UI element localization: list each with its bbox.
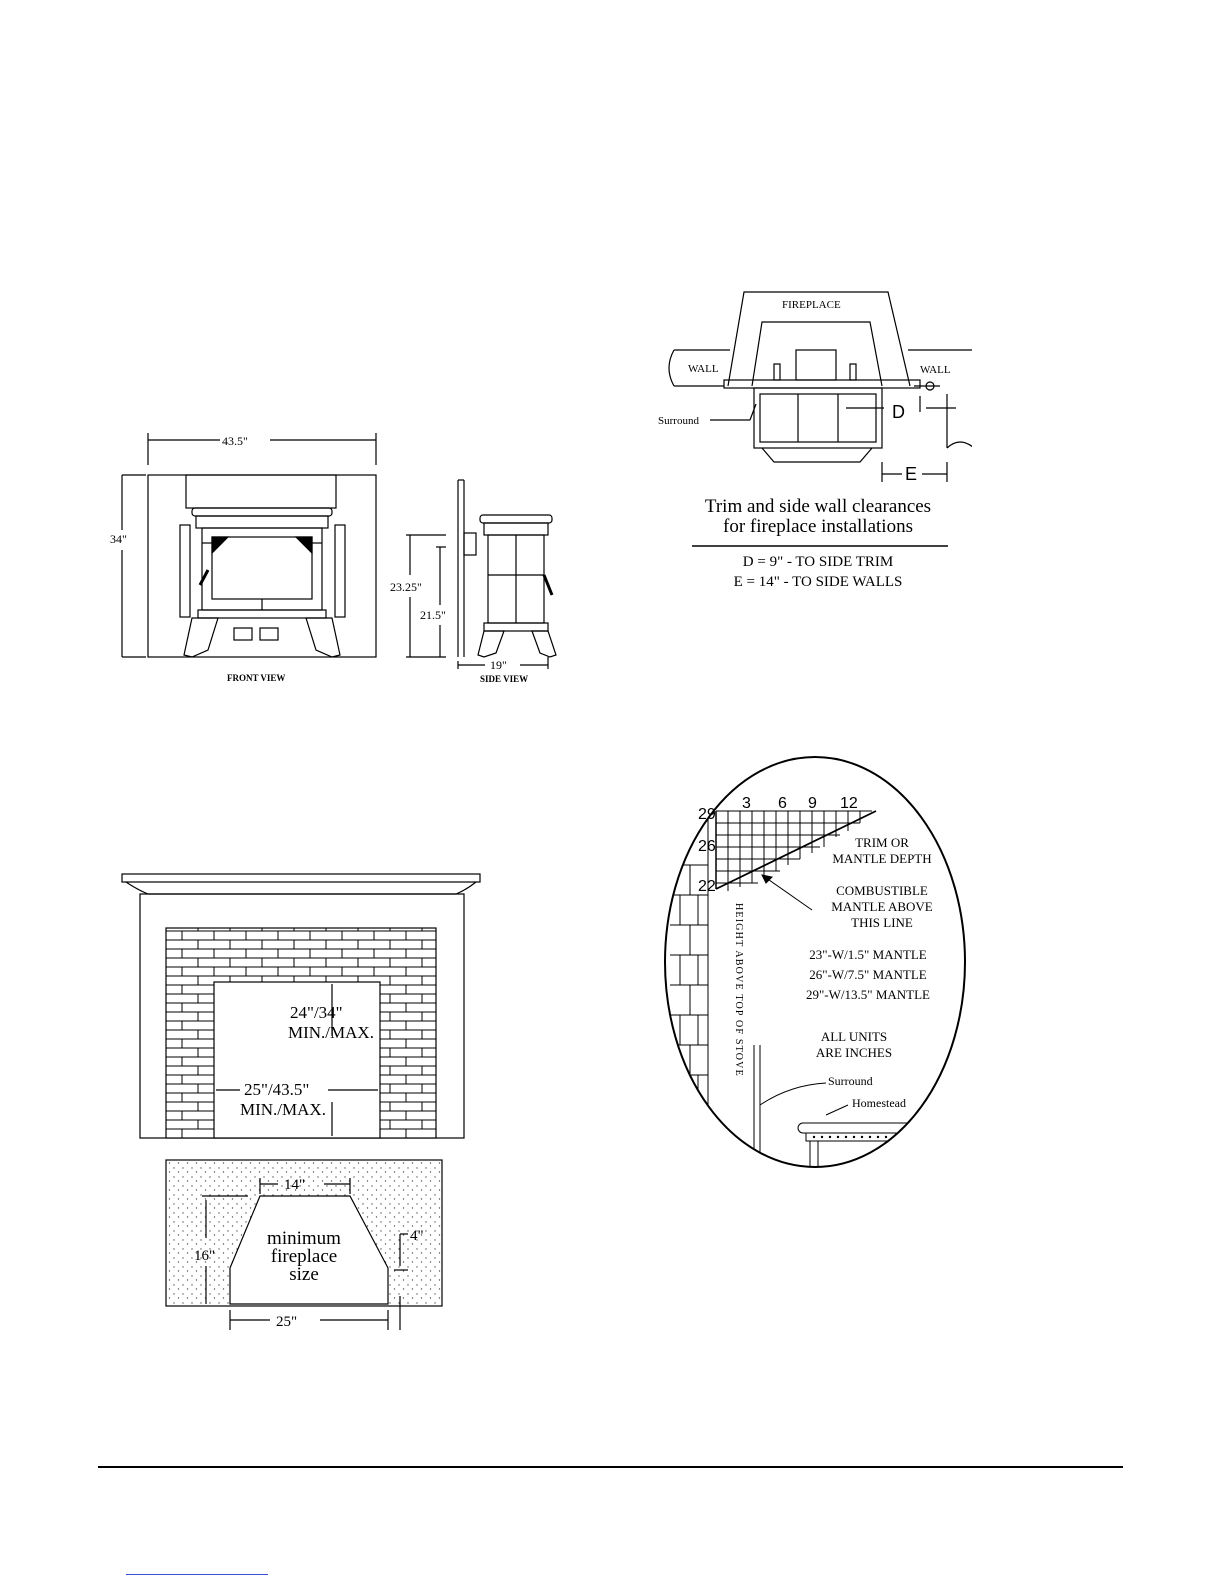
trim-label-line1: TRIM OR (855, 835, 909, 850)
combustible-line2: MANTLE ABOVE (831, 899, 933, 914)
trim-label-line2: MANTLE DEPTH (832, 851, 931, 866)
clearance-drawing: FIREPLACE WALL WALL Surround D E Trim an… (658, 291, 975, 590)
front-height-dim: 34" (110, 532, 127, 546)
mantle-spec-3: 29"-W/13.5" MANTLE (806, 987, 930, 1002)
scale-top-12: 12 (840, 795, 858, 812)
e-label: E (905, 464, 917, 484)
scale-top-3: 3 (742, 795, 751, 812)
clearance-title-line2: for fireplace installations (723, 516, 913, 537)
surround-label: Surround (658, 415, 699, 427)
stove-views-drawing: 43.5" 34" 23.25" 21.5" 19" FRONT VIEW SI… (110, 433, 557, 684)
combustible-line3: THIS LINE (851, 915, 913, 930)
scale-side-22: 22 (698, 878, 716, 895)
min-size-line2: fireplace (271, 1246, 337, 1267)
height-minmax: MIN./MAX. (288, 1023, 374, 1042)
homestead-label: Homestead (852, 1096, 906, 1110)
side-view-caption: SIDE VIEW (480, 674, 528, 684)
clearance-diagram: FIREPLACE WALL WALL Surround D E Trim an… (652, 286, 975, 596)
height-range: 24"/34" (290, 1003, 343, 1022)
fireplace-label: FIREPLACE (782, 299, 841, 311)
mantle-spec-2: 26"-W/7.5" MANTLE (809, 967, 927, 982)
min-size-line3: size (289, 1264, 319, 1285)
scale-top-6: 6 (778, 795, 787, 812)
fireplace-size-diagram: 24"/34" MIN./MAX. 25"/43.5" MIN./MAX. 14… (118, 868, 513, 1350)
clearance-title-line1: Trim and side wall clearances (705, 496, 931, 517)
mantle-spec-1: 23"-W/1.5" MANTLE (809, 947, 927, 962)
mantle-clearance-diagram: 3 6 9 12 29 26 22 TRIM OR MANTLE DEPTH C… (650, 755, 980, 1170)
e-spec: E = 14" - TO SIDE WALLS (734, 574, 903, 590)
footer-link-underline (126, 1574, 268, 1575)
bottom-width-dim: 25" (276, 1314, 297, 1330)
scale-side-29: 29 (698, 806, 716, 823)
side-height-dim-1: 23.25" (390, 580, 422, 594)
wall-left-label: WALL (688, 363, 719, 375)
side-height-dim-2: 21.5" (420, 608, 446, 622)
units-line1: ALL UNITS (821, 1029, 887, 1044)
mantle-drawing: 3 6 9 12 29 26 22 TRIM OR MANTLE DEPTH C… (664, 756, 966, 1168)
min-size-line1: minimum (267, 1228, 341, 1249)
top-width-dim: 14" (284, 1177, 305, 1193)
d-label: D (892, 402, 905, 422)
height-above-stove-label: HEIGHT ABOVE TOP OF STOVE (733, 903, 744, 1077)
surround-label-oval: Surround (828, 1074, 873, 1088)
footer-rule (98, 1466, 1123, 1468)
side-offset-dim: 4" (410, 1228, 424, 1244)
depth-dim: 16" (194, 1248, 215, 1264)
d-spec: D = 9" - TO SIDE TRIM (743, 554, 893, 570)
scale-side-26: 26 (698, 838, 716, 855)
stove-dimension-views: 43.5" 34" 23.25" 21.5" 19" FRONT VIEW SI… (100, 425, 570, 695)
side-depth-dim: 19" (490, 658, 507, 672)
front-view-caption: FRONT VIEW (227, 673, 285, 683)
width-minmax: MIN./MAX. (240, 1100, 326, 1119)
units-line2: ARE INCHES (816, 1045, 892, 1060)
front-width-dim: 43.5" (222, 434, 248, 448)
combustible-line1: COMBUSTIBLE (836, 883, 928, 898)
width-range: 25"/43.5" (244, 1080, 309, 1099)
scale-top-9: 9 (808, 795, 817, 812)
wall-right-label: WALL (920, 364, 951, 376)
fireplace-size-drawing: 24"/34" MIN./MAX. 25"/43.5" MIN./MAX. 14… (121, 873, 481, 1330)
